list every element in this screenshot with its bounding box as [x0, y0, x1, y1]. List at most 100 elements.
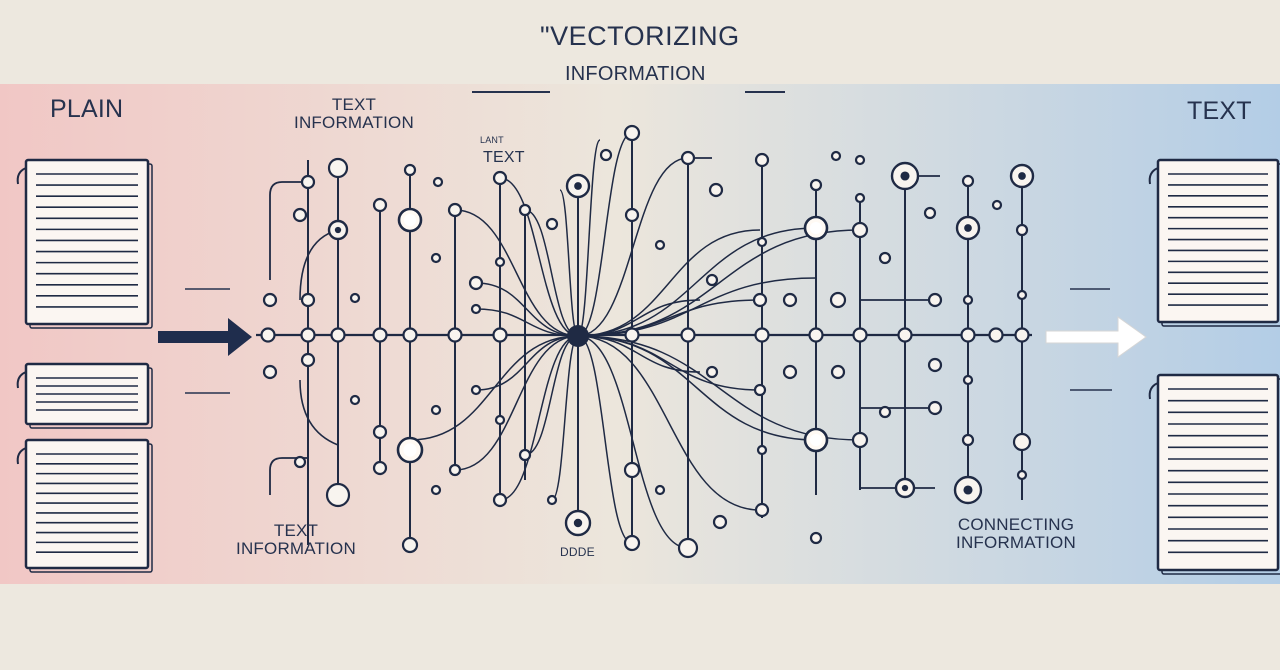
- node: [878, 251, 892, 265]
- node: [754, 502, 770, 518]
- node: [1016, 289, 1028, 301]
- node: [292, 207, 308, 223]
- arrow-right-icon: [1045, 316, 1147, 358]
- node: [468, 275, 484, 291]
- node: [447, 202, 463, 218]
- node: [402, 327, 418, 343]
- node: [492, 492, 508, 508]
- node: [300, 327, 316, 343]
- node: [809, 531, 823, 545]
- node: [293, 455, 307, 469]
- node: [754, 327, 770, 343]
- node-ring: [894, 477, 916, 499]
- node: [654, 239, 666, 251]
- label-lant: LANT: [480, 135, 504, 145]
- node: [325, 482, 351, 508]
- node: [262, 364, 278, 380]
- node: [756, 444, 768, 456]
- label-text-middle: TEXT: [483, 149, 525, 166]
- node: [854, 192, 866, 204]
- node-highlight: [396, 436, 424, 464]
- node: [470, 303, 482, 315]
- connector-curve: [577, 335, 761, 391]
- node: [705, 273, 719, 287]
- connector-curve: [499, 335, 579, 501]
- node: [991, 199, 1003, 211]
- node: [705, 365, 719, 379]
- node: [349, 292, 361, 304]
- node: [680, 150, 696, 166]
- document-icon: [1148, 373, 1280, 575]
- node: [300, 292, 316, 308]
- node: [1015, 223, 1029, 237]
- node: [878, 405, 892, 419]
- node: [923, 206, 937, 220]
- node: [327, 157, 349, 179]
- node: [545, 217, 559, 231]
- label-text-information-bottom: TEXT INFORMATION: [236, 521, 356, 558]
- node: [372, 460, 388, 476]
- node: [677, 537, 699, 559]
- node: [492, 170, 508, 186]
- node: [494, 414, 506, 426]
- node: [623, 124, 641, 142]
- node-ring: [327, 219, 349, 241]
- node: [372, 424, 388, 440]
- node: [599, 148, 613, 162]
- node: [927, 400, 943, 416]
- node: [851, 431, 869, 449]
- node: [330, 327, 346, 343]
- connector-curve: [454, 209, 579, 337]
- arrow-right-icon: [158, 318, 252, 356]
- document-icon: [16, 158, 153, 329]
- node: [927, 292, 943, 308]
- label-text-information-top: TEXT INFORMATION: [294, 95, 414, 132]
- node: [830, 150, 842, 162]
- node: [752, 292, 768, 308]
- connector-curve: [499, 177, 579, 337]
- node: [403, 163, 417, 177]
- node-ring: [955, 215, 981, 241]
- connector-curve: [577, 335, 761, 511]
- node: [372, 327, 388, 343]
- node: [808, 327, 824, 343]
- node: [518, 448, 532, 462]
- connector-curve: [577, 335, 633, 544]
- node-ring: [953, 475, 983, 505]
- node-ring: [1009, 163, 1035, 189]
- node: [470, 384, 482, 396]
- label-connecting-information: CONNECTING INFORMATION: [956, 515, 1076, 552]
- node: [372, 197, 388, 213]
- node-highlight: [803, 427, 829, 453]
- node: [623, 461, 641, 479]
- connector-curve: [577, 335, 689, 549]
- node: [494, 256, 506, 268]
- node: [447, 327, 463, 343]
- connector-curve: [577, 227, 817, 337]
- connector-line: [269, 457, 308, 495]
- connector-curve: [475, 282, 579, 337]
- node-ring: [890, 161, 920, 191]
- node: [1016, 469, 1028, 481]
- node: [897, 327, 913, 343]
- node: [782, 364, 798, 380]
- node-ring: [565, 173, 591, 199]
- node: [1012, 432, 1032, 452]
- node: [680, 327, 696, 343]
- diagram-title-line1: "VECTORIZING: [540, 21, 740, 51]
- node: [960, 327, 976, 343]
- node: [708, 182, 724, 198]
- node: [851, 221, 869, 239]
- node-ring: [564, 509, 592, 537]
- document-icon: [1148, 158, 1280, 327]
- node: [756, 236, 768, 248]
- connector-curve: [577, 132, 633, 337]
- node: [492, 327, 508, 343]
- node: [432, 176, 444, 188]
- connector-curve: [454, 335, 579, 471]
- node: [927, 357, 943, 373]
- node: [809, 178, 823, 192]
- node: [830, 364, 846, 380]
- node: [260, 327, 276, 343]
- connector-curve: [577, 157, 689, 337]
